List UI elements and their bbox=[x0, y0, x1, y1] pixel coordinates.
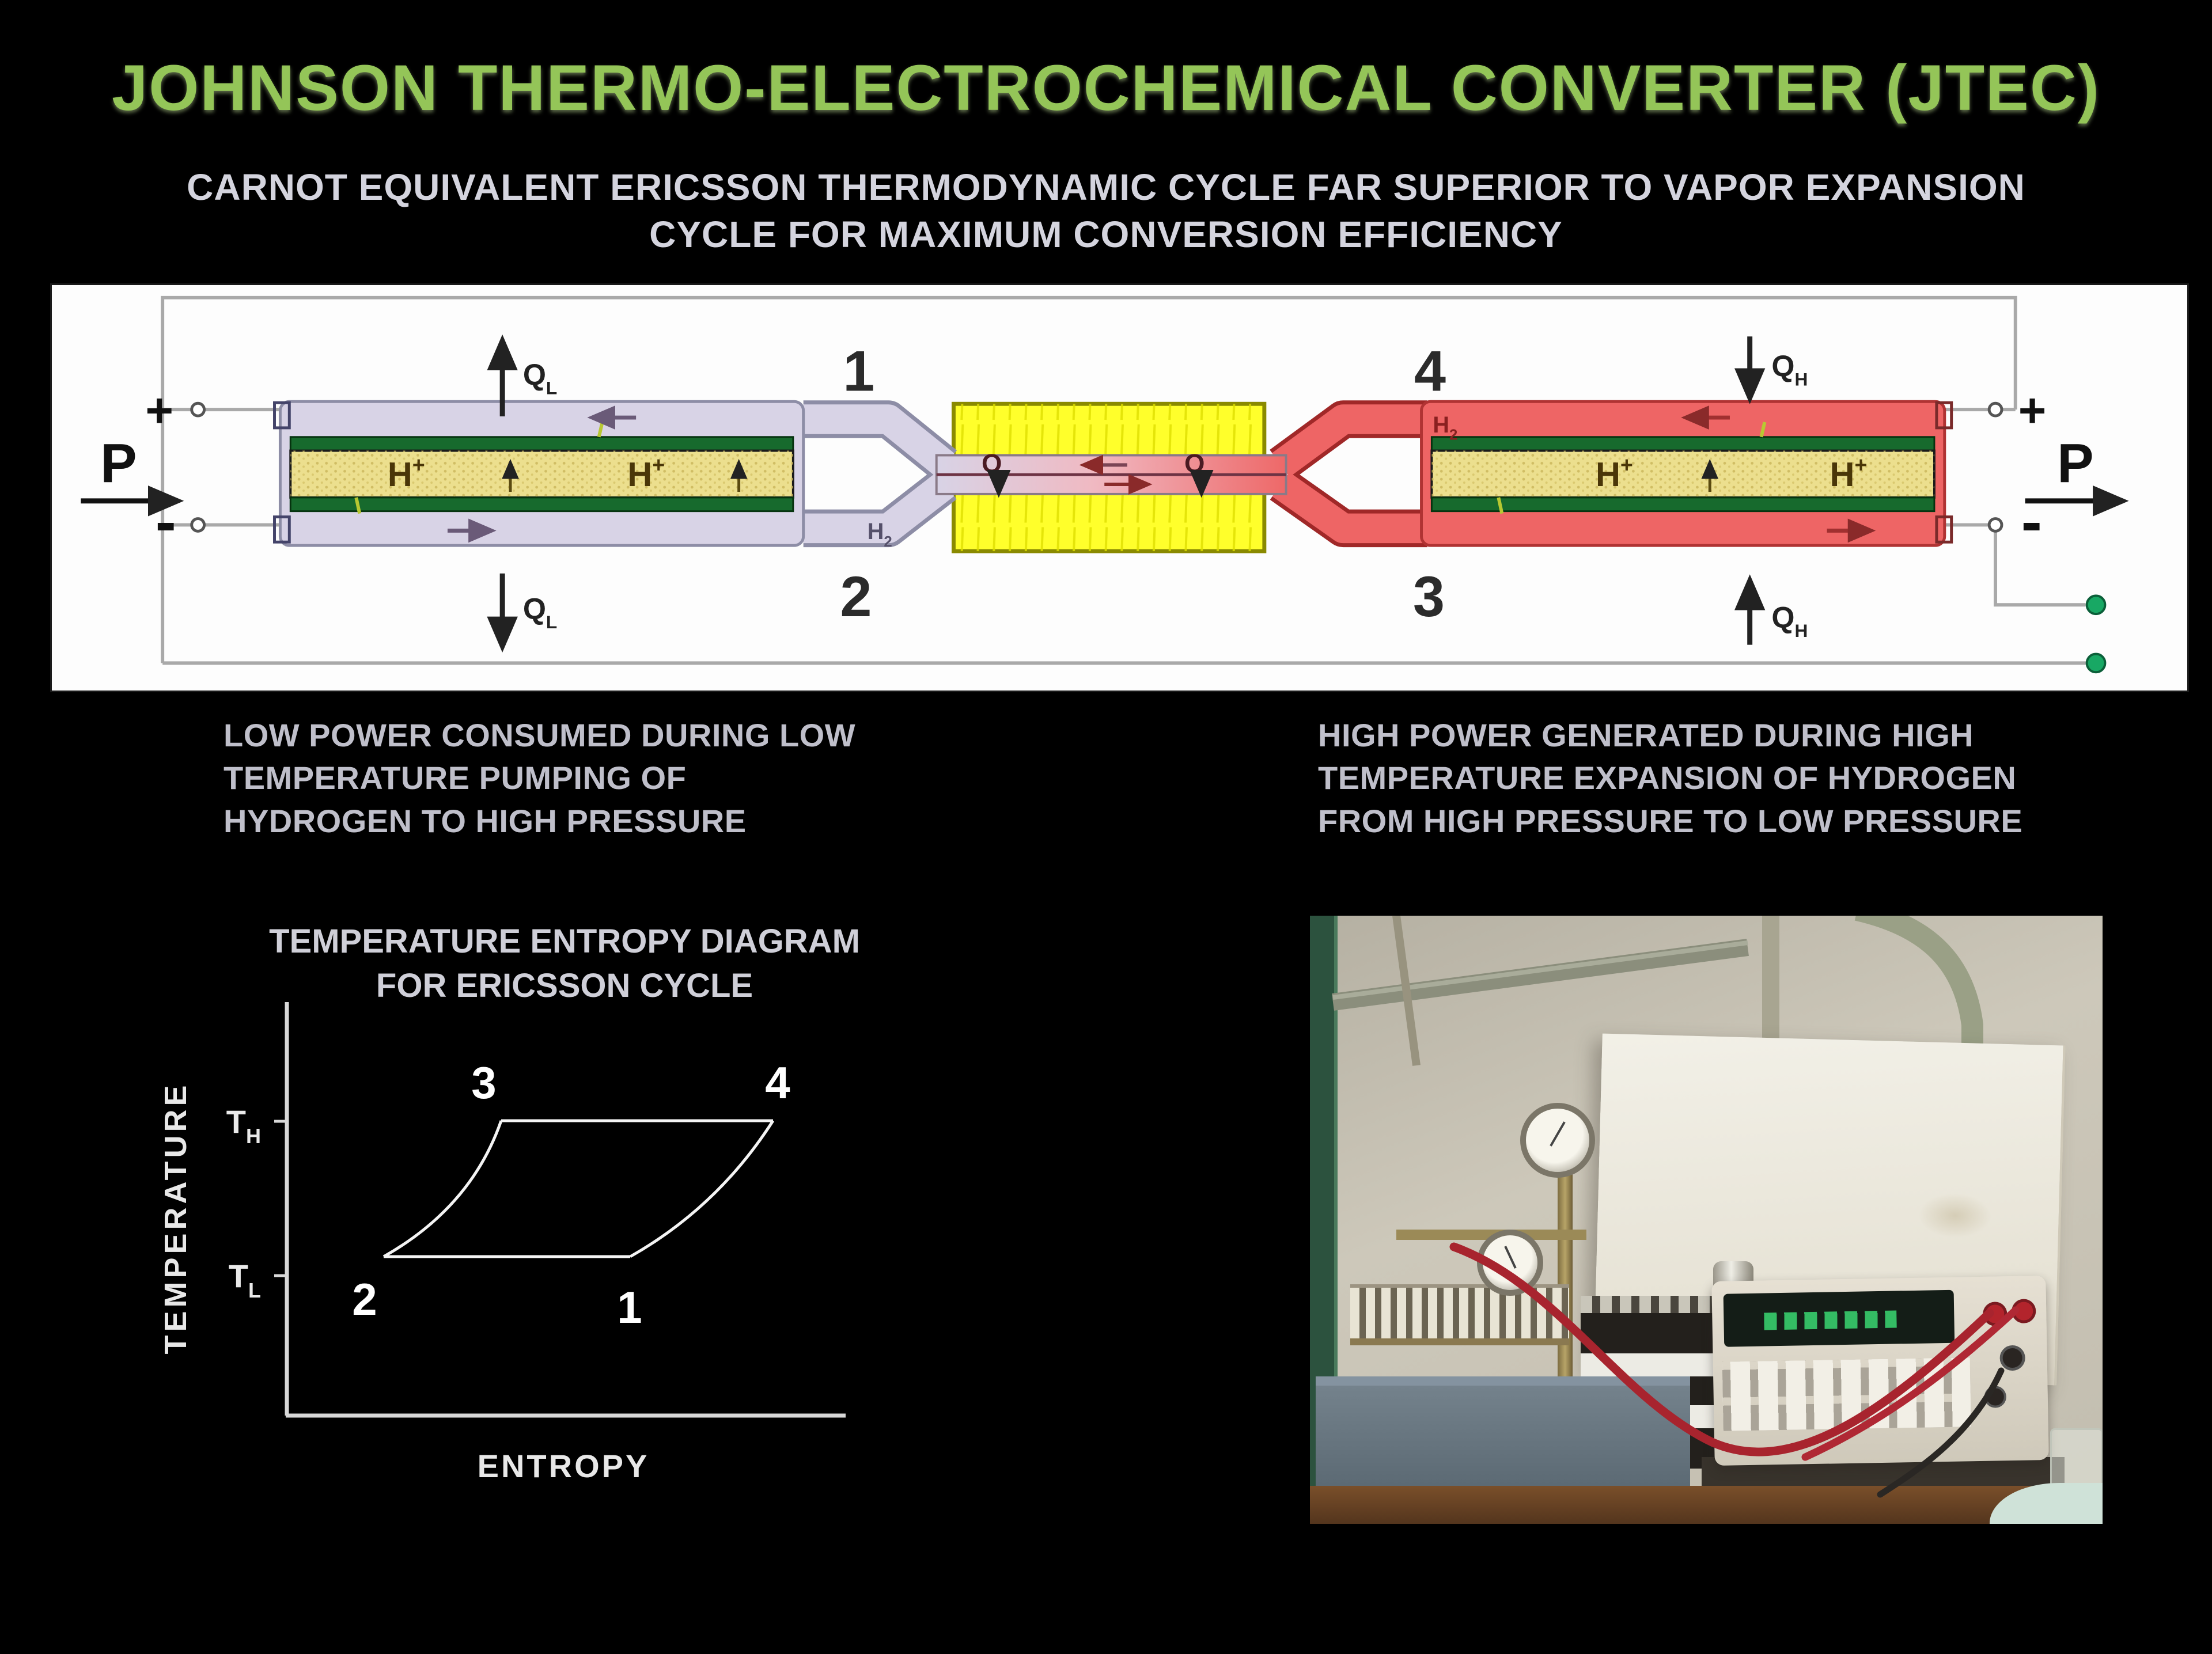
stage-4-label: 4 bbox=[1414, 339, 1446, 403]
left-plus-sign: + bbox=[145, 384, 173, 437]
electrode-bottom-left bbox=[289, 496, 794, 513]
left-plus-terminal bbox=[190, 401, 206, 418]
right-plus-terminal bbox=[1987, 401, 2003, 418]
recuperator-q-right: Q bbox=[1184, 449, 1205, 478]
heat-input-high-bottom: QH bbox=[1734, 574, 1808, 645]
stage-3-label: 3 bbox=[1413, 565, 1445, 629]
proton-label: H+ bbox=[388, 453, 425, 494]
wooden-table bbox=[1310, 1486, 2103, 1524]
electrode-top-left bbox=[289, 436, 794, 452]
hydrogen-label-high: H2 bbox=[1433, 412, 1457, 443]
green-terminal-dot bbox=[2085, 594, 2107, 616]
high-temp-fork bbox=[1270, 400, 1427, 548]
svg-text:QH: QH bbox=[1771, 350, 1808, 390]
cycle-point-1: 1 bbox=[617, 1282, 642, 1333]
electrode-top-right bbox=[1430, 436, 1936, 452]
pressure-gauge bbox=[1520, 1103, 1595, 1178]
left-minus-sign: - bbox=[156, 487, 176, 557]
cycle-point-3: 3 bbox=[471, 1057, 496, 1108]
lab-photo bbox=[1310, 916, 2103, 1524]
recuperator-q-left: Q bbox=[982, 449, 1002, 478]
proton-label: H+ bbox=[1596, 453, 1633, 494]
photo-cables bbox=[1449, 1242, 2020, 1498]
right-plus-sign: + bbox=[2018, 384, 2047, 437]
page-title: JOHNSON THERMO-ELECTROCHEMICAL CONVERTER… bbox=[111, 52, 2101, 124]
jtec-schematic: + - P bbox=[81, 295, 2129, 674]
ts-diagram-title: TEMPERATURE ENTROPY DIAGRAM FOR ERICSSON… bbox=[269, 923, 860, 1004]
heat-input-high-top: QH bbox=[1734, 336, 1808, 404]
left-minus-terminal bbox=[190, 517, 206, 533]
stage-1-label: 1 bbox=[843, 339, 874, 403]
green-terminal-dot bbox=[2085, 653, 2107, 674]
right-minus-terminal bbox=[1987, 517, 2003, 533]
cycle-point-2: 2 bbox=[352, 1274, 377, 1325]
subtitle-line-2: CYCLE FOR MAXIMUM CONVERSION EFFICIENCY bbox=[649, 213, 1563, 255]
ericsson-cycle-path bbox=[382, 1119, 775, 1258]
jtec-schematic-panel: + - P bbox=[50, 283, 2189, 692]
photo-pipes bbox=[1332, 916, 1983, 1163]
heat-rejected-low-bottom: QL bbox=[487, 573, 558, 653]
high-temp-mea-stack: H+ H+ bbox=[1420, 400, 1953, 547]
subtitle-line-1: CARNOT EQUIVALENT ERICSSON THERMODYNAMIC… bbox=[187, 166, 2025, 208]
svg-text:QH: QH bbox=[1771, 601, 1808, 641]
subtitle: CARNOT EQUIVALENT ERICSSON THERMODYNAMIC… bbox=[0, 164, 2212, 259]
recuperator-tube: Q Q bbox=[935, 449, 1287, 498]
th-label: TH bbox=[226, 1103, 261, 1148]
electrode-bottom-right bbox=[1430, 496, 1936, 513]
proton-label: H+ bbox=[627, 453, 665, 494]
svg-text:QL: QL bbox=[523, 592, 558, 632]
svg-text:QL: QL bbox=[523, 358, 558, 399]
caption-high-power: HIGH POWER GENERATED DURING HIGH TEMPERA… bbox=[1318, 717, 2023, 839]
low-temp-fork bbox=[803, 400, 957, 548]
y-axis-label: TEMPERATURE bbox=[158, 1082, 193, 1354]
cycle-point-4: 4 bbox=[765, 1057, 790, 1108]
heat-rejected-low-top: QL bbox=[487, 334, 558, 417]
right-minus-sign: - bbox=[2021, 487, 2042, 557]
stage-2-label: 2 bbox=[840, 565, 872, 629]
right-power-label: P bbox=[2057, 433, 2093, 494]
low-temp-mea-stack: H+ H+ bbox=[273, 400, 805, 547]
hydrogen-label-low: H2 bbox=[868, 519, 892, 550]
left-power-label: P bbox=[100, 433, 137, 494]
vial-rack bbox=[1350, 1284, 1569, 1345]
circuit-wires bbox=[161, 295, 2093, 665]
tl-label: TL bbox=[229, 1258, 261, 1302]
proton-label: H+ bbox=[1830, 453, 1867, 494]
caption-low-power: LOW POWER CONSUMED DURING LOW TEMPERATUR… bbox=[224, 717, 856, 839]
x-axis-label: ENTROPY bbox=[478, 1448, 650, 1484]
ts-diagram: TH TL TEMPERATURE ENTROPY 2 1 3 4 bbox=[158, 1002, 846, 1484]
ts-axes bbox=[285, 1002, 846, 1418]
